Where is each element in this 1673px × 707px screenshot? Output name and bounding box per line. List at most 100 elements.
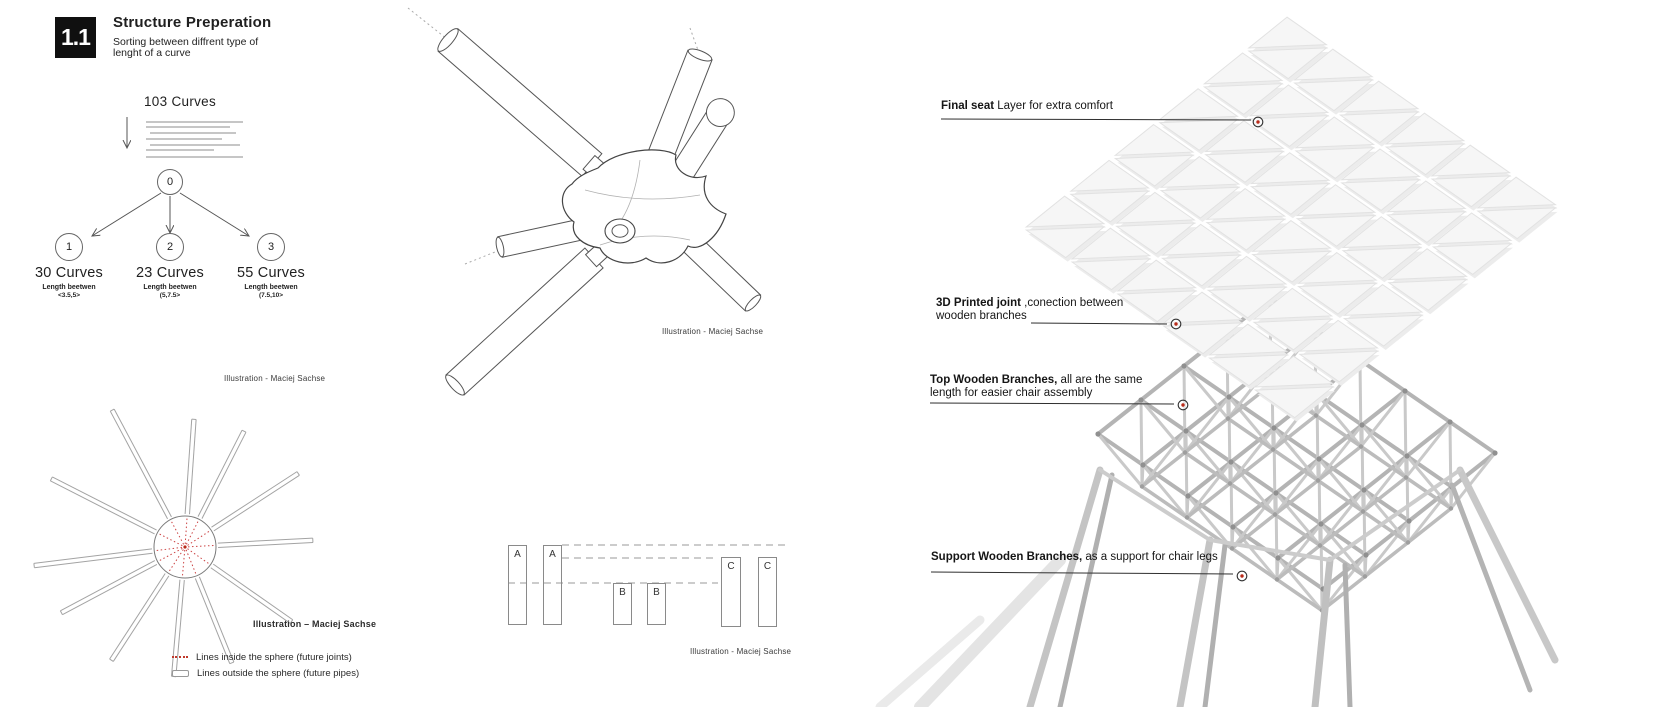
lattice-member	[1406, 506, 1453, 545]
tube-body	[445, 247, 604, 396]
joint-leader-dots	[407, 7, 700, 265]
lattice-member	[1275, 522, 1323, 581]
seat-triangle-panel	[1248, 115, 1330, 148]
lattice-member	[1342, 562, 1353, 707]
annotation-bold: 3D Printed joint	[936, 297, 1021, 309]
lattice-lower-node	[1139, 484, 1145, 489]
inner-joint-line	[184, 517, 188, 545]
curve-list-lines	[146, 121, 243, 158]
tube-end-cap	[687, 48, 713, 62]
seat-triangle-panel	[1113, 123, 1195, 156]
lattice-member	[1231, 525, 1279, 581]
pipe-outline	[113, 408, 172, 518]
lattice-member	[1316, 423, 1364, 482]
lattice-member	[1273, 457, 1321, 516]
lattice-lower-node	[1272, 512, 1278, 517]
lattice-member	[1184, 429, 1233, 464]
lattice-lower-node	[1225, 416, 1231, 421]
seat-triangle-panel	[1160, 254, 1242, 287]
seat-triangle-panel	[1115, 222, 1196, 255]
page-subtitle: Sorting between diffrent type of lenght …	[113, 37, 258, 59]
lattice-member	[1450, 451, 1497, 489]
lattice-member	[1229, 426, 1276, 464]
flowchart-arrows	[92, 117, 249, 236]
legend-label-pipes: Lines outside the sphere (future pipes)	[197, 667, 360, 679]
lattice-member	[1228, 426, 1276, 485]
lattice-member	[1319, 522, 1368, 557]
seat-triangle-panel	[1115, 191, 1196, 224]
lattice-member	[1141, 463, 1189, 519]
lattice-member	[1141, 429, 1188, 467]
pipe-outline	[218, 541, 313, 548]
lattice-member	[1140, 463, 1145, 488]
bars-dashed-levels	[508, 544, 788, 584]
lattice-member	[1228, 481, 1277, 517]
lattice-lower-node	[1313, 413, 1319, 418]
lattice-member	[1273, 512, 1322, 548]
lattice-joint-node	[1404, 453, 1410, 459]
pipe-end-cap	[241, 429, 247, 433]
flowchart-node-0: 0	[157, 169, 183, 195]
lattice-joint-node	[1230, 524, 1236, 530]
seat-triangle-panel	[1202, 52, 1284, 85]
lattice-member	[1359, 444, 1408, 480]
lattice-member	[1140, 450, 1187, 489]
pipe-outline	[112, 575, 170, 662]
seat-triangle-panel	[1338, 80, 1420, 113]
seat-triangle-panel	[1298, 319, 1379, 352]
annotation-3d-joint: 3D Printed joint ,conection between wood…	[936, 297, 1123, 323]
seat-triangle-panel	[1341, 246, 1423, 279]
lattice-member	[1274, 491, 1323, 526]
lattice-member	[1311, 556, 1334, 707]
seat-triangle-panel	[1476, 176, 1557, 209]
sphere-circle	[153, 515, 217, 579]
seat-triangle-panel	[1070, 258, 1152, 291]
pipe-outline	[188, 419, 197, 515]
lattice-joint-node	[1359, 422, 1365, 428]
seat-triangle-panel	[1160, 223, 1242, 256]
lattice-member	[1186, 494, 1235, 529]
seat-triangle-panel	[1162, 291, 1243, 324]
inner-joint-line	[155, 546, 183, 552]
lattice-joint-node	[1228, 459, 1234, 465]
inner-joint-line	[185, 520, 200, 545]
legend-item-joints: Lines inside the sphere (future joints)	[172, 650, 359, 664]
chair-lattice-render	[875, 295, 1559, 707]
pipe-end-cap	[33, 563, 35, 568]
joint-tube	[437, 27, 609, 182]
lattice-member	[1448, 420, 1497, 455]
lattice-member	[1096, 398, 1143, 436]
lattice-joint-node	[1363, 552, 1369, 558]
lattice-member	[1230, 491, 1278, 550]
seat-triangle-panel	[1116, 259, 1198, 292]
seat-triangle-panel	[1247, 47, 1329, 80]
seat-triangle-panel	[1069, 190, 1151, 223]
lattice-member	[1358, 358, 1407, 393]
lattice-joint-node	[1095, 431, 1101, 437]
pipe-outline	[217, 537, 313, 544]
seat-triangle-panel	[1159, 186, 1241, 219]
lattice-joint-node	[1138, 397, 1144, 403]
curve-group-1-count: 30 Curves	[35, 265, 103, 281]
flowchart-node-3: 3	[257, 233, 285, 261]
lattice-member	[1449, 482, 1533, 693]
lattice-lower-node	[1315, 478, 1321, 483]
lattice-member	[1328, 468, 1462, 562]
seat-triangle-panel	[1208, 354, 1289, 387]
lattice-joint-node	[1406, 518, 1412, 524]
curve-group-2-count: 23 Curves	[136, 265, 204, 281]
bar-label: C	[763, 561, 772, 572]
lattice-member	[1141, 463, 1190, 498]
lattice-lower-node	[1227, 481, 1233, 486]
seat-triangle-panel	[1206, 286, 1288, 319]
branch-length-bar-C: C	[758, 557, 777, 627]
joint-tube	[495, 217, 591, 258]
lattice-member	[1096, 432, 1144, 488]
tube-end-cap	[437, 28, 459, 52]
seat-triangle-panel	[1384, 112, 1466, 145]
lattice-member	[1319, 488, 1366, 526]
lattice-member	[1186, 494, 1234, 550]
lattice-member	[1176, 536, 1214, 707]
seat-triangle-panel	[1248, 84, 1330, 117]
lattice-member	[1361, 454, 1409, 513]
